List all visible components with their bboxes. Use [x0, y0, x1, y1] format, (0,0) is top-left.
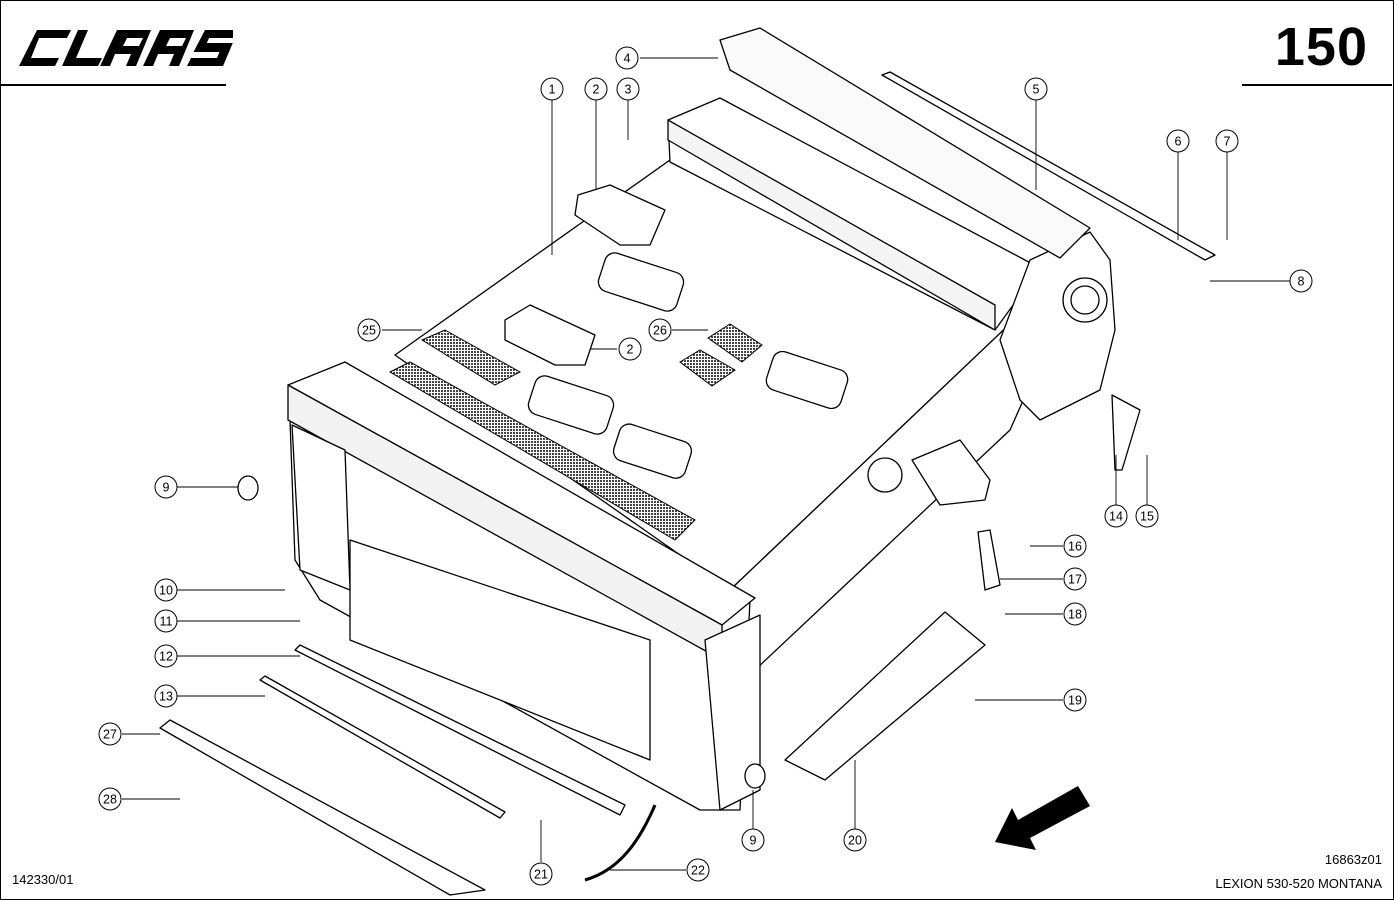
svg-text:26: 26 — [653, 324, 667, 338]
side-bracket — [911, 439, 991, 506]
svg-text:25: 25 — [362, 324, 376, 338]
callout-26: 26 — [648, 318, 672, 342]
seal-strip — [881, 71, 1216, 261]
inspection-cover-mid — [504, 304, 596, 366]
callout-28: 28 — [98, 787, 122, 811]
svg-text:15: 15 — [1140, 510, 1154, 524]
callout-18: 18 — [1063, 602, 1087, 626]
rail-13 — [259, 675, 506, 819]
header-rule-right — [1242, 84, 1392, 86]
callout-4: 4 — [615, 46, 639, 70]
svg-text:1: 1 — [549, 83, 556, 97]
callout-2b: 2 — [618, 337, 642, 361]
beam-20 — [784, 611, 986, 781]
svg-text:14: 14 — [1109, 510, 1123, 524]
arrow-down-left-icon — [995, 786, 1090, 850]
plate-opening-1 — [597, 252, 685, 312]
callout-22: 22 — [686, 858, 710, 882]
front-opening — [349, 539, 651, 761]
svg-text:20: 20 — [848, 834, 862, 848]
callout-1: 1 — [540, 77, 564, 101]
callout-11: 11 — [154, 609, 178, 633]
header-rule-left — [0, 84, 226, 86]
callout-17: 17 — [1063, 567, 1087, 591]
rod-22 — [584, 804, 657, 882]
svg-text:10: 10 — [159, 584, 173, 598]
claas-logo — [18, 18, 240, 78]
callout-15: 15 — [1135, 504, 1159, 528]
bracket-14 — [1111, 394, 1141, 471]
svg-text:21: 21 — [534, 868, 548, 882]
frame-assembly — [159, 27, 1216, 896]
model-name: LEXION 530-520 MONTANA — [1215, 876, 1382, 891]
svg-text:18: 18 — [1068, 608, 1082, 622]
callouts: 1 2 2 3 4 5 6 7 8 9 9 10 11 12 13 14 15 … — [98, 46, 1313, 886]
callout-9a: 9 — [154, 475, 178, 499]
svg-text:27: 27 — [103, 728, 117, 742]
callout-2a: 2 — [584, 77, 608, 101]
callout-25: 25 — [357, 318, 381, 342]
bushing-left — [237, 475, 259, 501]
front-post — [704, 614, 761, 811]
leader-lines — [122, 57, 1290, 871]
callout-20: 20 — [843, 828, 867, 852]
svg-text:9: 9 — [163, 481, 170, 495]
plate-opening-4 — [765, 350, 849, 410]
svg-text:9: 9 — [750, 834, 757, 848]
callout-7: 7 — [1215, 129, 1239, 153]
left-post — [291, 424, 351, 591]
svg-text:7: 7 — [1224, 135, 1231, 149]
svg-text:8: 8 — [1298, 275, 1305, 289]
svg-text:22: 22 — [691, 864, 705, 878]
callout-27: 27 — [98, 722, 122, 746]
svg-text:3: 3 — [625, 83, 632, 97]
inspection-cover-top — [574, 184, 666, 246]
callout-6: 6 — [1166, 129, 1190, 153]
bearing-inner — [1070, 285, 1100, 315]
callout-14: 14 — [1104, 504, 1128, 528]
callout-19: 19 — [1063, 688, 1087, 712]
rear-beam-face — [667, 119, 996, 331]
svg-text:2: 2 — [593, 83, 600, 97]
svg-text:5: 5 — [1033, 83, 1040, 97]
doc-id: 142330/01 — [12, 872, 74, 887]
mesh-pad-26a — [707, 323, 763, 363]
bushing-right — [744, 763, 766, 789]
side-port — [867, 457, 903, 493]
bracket-17 — [977, 529, 1001, 591]
mesh-pad-25b — [388, 361, 696, 541]
callout-3: 3 — [616, 77, 640, 101]
svg-text:4: 4 — [624, 52, 631, 66]
svg-text:2: 2 — [627, 343, 634, 357]
svg-text:16: 16 — [1068, 540, 1082, 554]
mesh-pad-25a — [420, 329, 522, 386]
drawing-id: 16863z01 — [1324, 852, 1382, 867]
svg-text:17: 17 — [1068, 573, 1082, 587]
plate-opening-2 — [527, 375, 615, 435]
svg-text:19: 19 — [1068, 694, 1082, 708]
callout-12: 12 — [154, 644, 178, 668]
svg-text:12: 12 — [159, 650, 173, 664]
channel-12 — [294, 644, 626, 816]
callout-13: 13 — [154, 684, 178, 708]
plate-27 — [159, 719, 486, 896]
callout-16: 16 — [1063, 534, 1087, 558]
cover-plate — [719, 27, 1091, 259]
callout-5: 5 — [1024, 77, 1048, 101]
mesh-pad-26b — [679, 349, 736, 387]
svg-text:11: 11 — [160, 615, 173, 629]
callout-10: 10 — [154, 578, 178, 602]
callout-21: 21 — [529, 862, 553, 886]
plate-opening-3 — [612, 423, 693, 479]
callout-9b: 9 — [741, 828, 765, 852]
callout-8: 8 — [1289, 269, 1313, 293]
page-number: 150 — [1274, 17, 1368, 77]
mesh-pads — [388, 323, 763, 541]
svg-text:13: 13 — [159, 690, 173, 704]
svg-text:6: 6 — [1175, 135, 1182, 149]
svg-text:28: 28 — [103, 793, 117, 807]
